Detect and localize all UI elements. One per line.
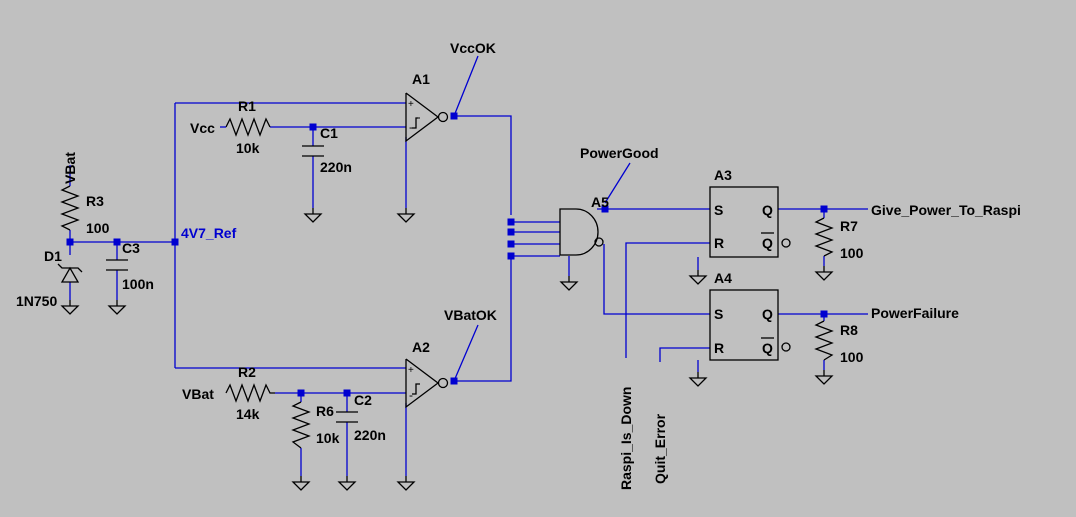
label-r7-value: 100 — [840, 245, 864, 261]
resistor-r6 — [291, 401, 311, 449]
label-d1: D1 — [44, 248, 62, 264]
label-r6: R6 — [316, 403, 334, 419]
svg-text:S: S — [714, 306, 723, 322]
junctions — [66, 112, 828, 397]
label-r1: R1 — [238, 98, 256, 114]
svg-text:Q: Q — [762, 340, 773, 356]
svg-text:Q: Q — [762, 202, 773, 218]
svg-text:-: - — [409, 120, 413, 134]
net-power-failure: PowerFailure — [871, 305, 959, 321]
label-r2: R2 — [238, 364, 256, 380]
label-d1-value: 1N750 — [16, 293, 57, 309]
label-c1-value: 220n — [320, 159, 352, 175]
net-vbat-top: VBat — [62, 152, 78, 184]
svg-text:R: R — [714, 235, 724, 251]
label-r3-value: 100 — [86, 220, 110, 236]
net-give-power: Give_Power_To_Raspi — [871, 202, 1021, 218]
net-quit-error: Quit_Error — [652, 413, 668, 484]
net-vcc: Vcc — [190, 120, 215, 136]
sr-latch-a4: S R Q Q — [709, 289, 791, 361]
resistor-r8 — [814, 320, 834, 361]
resistor-r7 — [814, 217, 834, 257]
svg-text:Q: Q — [762, 235, 773, 251]
label-c1: C1 — [320, 125, 338, 141]
svg-text:R: R — [714, 340, 724, 356]
svg-text:S: S — [714, 202, 723, 218]
net-vccok: VccOK — [450, 40, 496, 56]
and-gate-a5 — [559, 208, 604, 256]
svg-text:+: + — [408, 365, 414, 376]
svg-text:+: + — [408, 99, 414, 110]
net-labels: Vcc VBat VBat 4V7_Ref VccOK VBatOK Power… — [62, 40, 1021, 490]
svg-text:-: - — [409, 388, 413, 402]
label-c3-value: 100n — [122, 276, 154, 292]
zener-diode-d1 — [57, 263, 83, 283]
capacitor-c1 — [302, 145, 324, 157]
label-c2: C2 — [354, 392, 372, 408]
net-vbat-left: VBat — [182, 386, 214, 402]
label-r3: R3 — [86, 193, 104, 209]
resistor-r3 — [60, 185, 80, 231]
label-a2: A2 — [412, 339, 430, 355]
label-r7: R7 — [840, 218, 858, 234]
net-powergood: PowerGood — [580, 145, 659, 161]
capacitor-c3 — [106, 259, 128, 271]
resistor-r1 — [225, 117, 271, 137]
label-r8: R8 — [840, 322, 858, 338]
sr-latch-a3: S R Q Q — [709, 186, 791, 258]
net-vbatok: VBatOK — [444, 307, 497, 323]
comparator-a2: + - — [405, 358, 449, 409]
label-r1-value: 10k — [236, 140, 260, 156]
comparator-a1: + - — [405, 92, 449, 143]
label-c2-value: 220n — [354, 427, 386, 443]
resistor-r2 — [225, 383, 275, 403]
label-r2-value: 14k — [236, 406, 260, 422]
net-4v7-ref: 4V7_Ref — [181, 225, 237, 241]
net-raspi-down: Raspi_Is_Down — [618, 387, 634, 490]
capacitor-c2 — [336, 411, 358, 423]
label-a3: A3 — [714, 167, 732, 183]
label-a4: A4 — [714, 270, 732, 286]
label-a5: A5 — [591, 194, 609, 210]
label-r8-value: 100 — [840, 349, 864, 365]
wires — [69, 55, 868, 476]
svg-text:Q: Q — [762, 306, 773, 322]
label-a1: A1 — [412, 71, 430, 87]
component-labels: A1 A2 A3 A4 A5 R1 10k R2 14k R3 100 R6 1… — [16, 71, 864, 446]
label-c3: C3 — [122, 240, 140, 256]
label-r6-value: 10k — [316, 430, 340, 446]
